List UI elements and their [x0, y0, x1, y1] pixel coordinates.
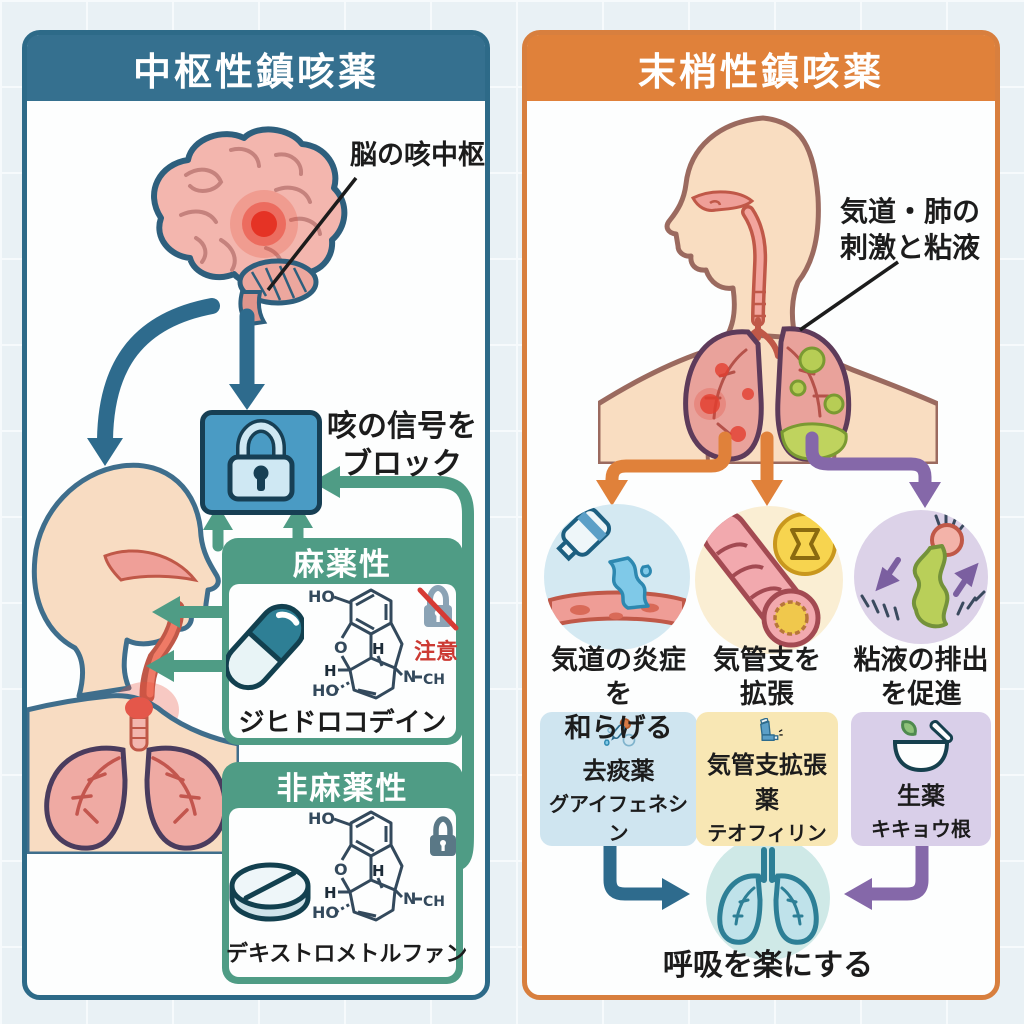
- chem2-h-left: H: [324, 884, 337, 902]
- block-signal-line2: ブロック: [342, 447, 462, 482]
- signal-block-lockbox: [200, 410, 322, 515]
- herbal-class: 生薬: [897, 782, 945, 810]
- effect-label-1: 気道の炎症を 和らげる: [540, 644, 697, 746]
- chem2-h-center: H: [372, 862, 385, 880]
- effect-label-2: 気管支を 拡張: [696, 644, 838, 712]
- bronchus-circle: [695, 506, 843, 654]
- effect3-line2: を促進: [880, 679, 962, 710]
- chemical-structure-dextromethorphan: HO O H H HO N CH₃: [308, 809, 444, 922]
- chem2-o: O: [334, 860, 348, 879]
- bronchodilator-box: 気管支拡張薬 テオフィリン: [696, 712, 838, 846]
- chem-n: N: [403, 667, 416, 686]
- block-signal-line1: 咳の信号を: [327, 409, 477, 444]
- narcotic-drug-name: ジヒドロコデイン: [238, 708, 447, 738]
- lock-icon: [227, 418, 295, 502]
- effect1-line2: 和らげる: [564, 713, 673, 744]
- chem-h-center: H: [372, 640, 385, 658]
- brain-cough-center-label: 脳の咳中枢: [350, 140, 485, 171]
- chem2-ho-bottom: HO: [312, 903, 339, 922]
- inhaler-icon: [760, 718, 783, 741]
- chem-ch3: CH₃: [423, 672, 444, 688]
- bottle-pour-icon: [548, 507, 686, 629]
- mortar-pestle-icon: [893, 720, 954, 772]
- bronchodilator-name: テオフィリン: [707, 821, 827, 845]
- tablet-icon: [229, 862, 311, 922]
- outcome-label: 呼吸を楽にする: [662, 948, 874, 983]
- crossed-lock-icon: [417, 584, 459, 631]
- lungs-icon: [717, 847, 819, 945]
- chem2-n: N: [403, 889, 416, 908]
- effect3-line1: 粘液の排出: [853, 645, 989, 676]
- chem2-ch3: CH₃: [423, 894, 444, 910]
- easy-breathing-circle: [706, 836, 830, 960]
- caution-label: 注意: [414, 640, 459, 665]
- block-signal-label: 咳の信号を ブロック: [318, 408, 486, 484]
- central-panel-title: 中枢性鎮咳薬: [27, 35, 485, 101]
- effect1-line1: 気道の炎症を: [551, 645, 686, 710]
- chem-ho-top: HO: [308, 587, 335, 606]
- expectorant-class: 去痰薬: [582, 757, 655, 785]
- effect2-line1: 気管支を: [713, 645, 821, 676]
- effect2-line2: 拡張: [740, 679, 794, 710]
- chem-o: O: [334, 638, 348, 657]
- irritation-label: 気道・肺の 刺激と粘液: [840, 194, 980, 266]
- bronchodilator-class: 気管支拡張薬: [707, 751, 827, 814]
- brain-illustration: [151, 126, 348, 326]
- herbal-box: 生薬 キキョウ根: [851, 712, 991, 846]
- herbal-name: キキョウ根: [871, 817, 971, 841]
- soothe-airway-circle: [544, 504, 690, 650]
- effect-label-3: 粘液の排出 を促進: [851, 644, 991, 712]
- irritation-line1: 気道・肺の: [840, 195, 981, 228]
- small-lock-icon: [430, 816, 456, 856]
- patient-figure-right: [598, 115, 938, 464]
- patient-figure-left: [27, 462, 239, 854]
- chem2-ho-top: HO: [308, 809, 335, 828]
- capsule-icon: [226, 603, 304, 691]
- non-narcotic-drug-name: デキストロメトルファン: [226, 942, 468, 967]
- chem-h-left: H: [324, 662, 337, 680]
- bronchial-tube-icon: [701, 510, 837, 648]
- expectorant-name: グアイフェネシン: [549, 792, 688, 845]
- dropper-icon: [603, 718, 635, 747]
- mucus-clearance-circle: [854, 510, 988, 644]
- chem-ho-bottom: HO: [312, 681, 339, 700]
- peripheral-panel-title: 末梢性鎮咳薬: [527, 35, 995, 101]
- mucus-cilia-icon: [860, 512, 986, 629]
- irritation-line2: 刺激と粘液: [840, 231, 981, 264]
